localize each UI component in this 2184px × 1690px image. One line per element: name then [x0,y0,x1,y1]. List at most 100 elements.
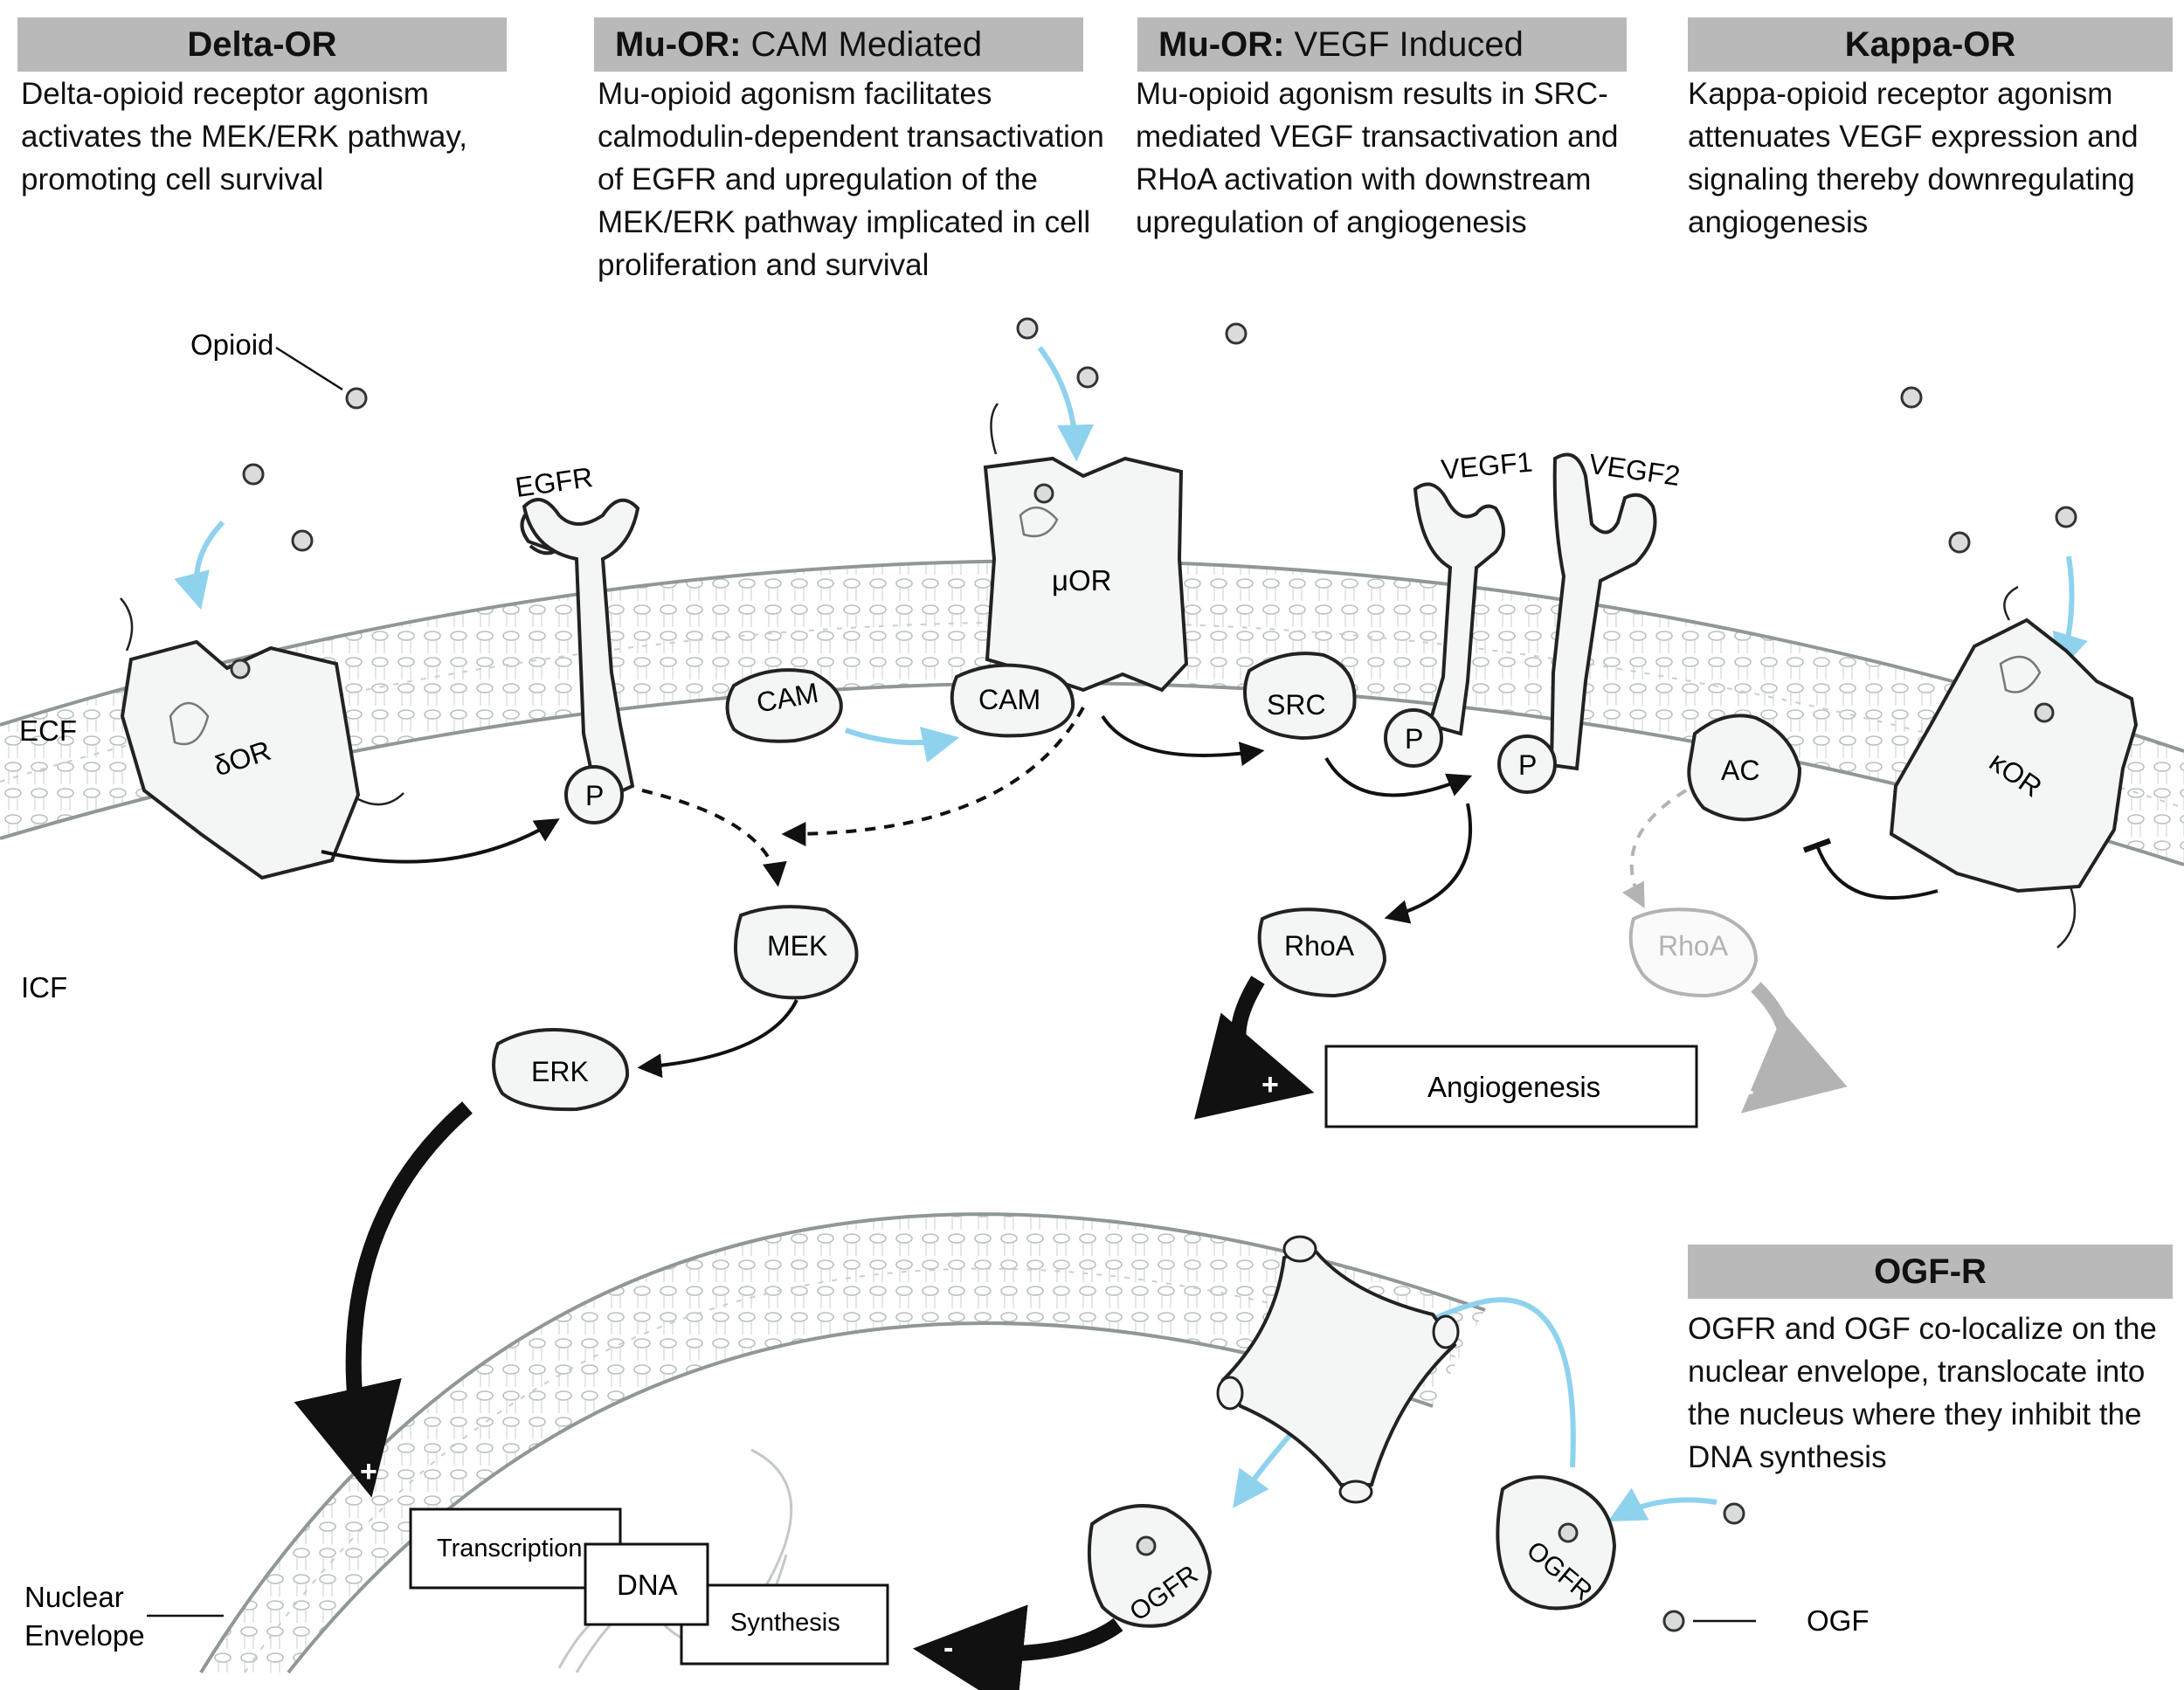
description-line: Kappa-opioid receptor agonism [1688,77,2113,111]
opioid-label: Opioid [190,328,273,361]
opioid-ligand [1225,322,1248,345]
ecf-label: ECF [19,714,77,747]
cam-bound-node: CAM [950,663,1075,738]
ac-label: AC [1721,755,1759,786]
description-line: MEK/ERK pathway implicated in cell [598,205,1091,239]
opioid-ligand [2055,506,2077,528]
delta-to-egfr-arrow [321,818,560,864]
erk-to-transcription-arrow [294,1101,473,1498]
dna-box: DNA [584,1542,709,1626]
phospho-vegf2-label: P [1518,749,1537,781]
synthesis-label: Synthesis [730,1609,840,1637]
description-line: Mu-opioid agonism facilitates [598,77,992,111]
description-line: OGFR and OGF co-localize on the [1688,1312,2157,1346]
opioid-ligand [242,463,265,486]
mu-or-vegf-header-rest: VEGF Induced [1284,25,1524,64]
ligand-arrow [1037,346,1095,462]
ogf-ligand [1662,1610,1685,1632]
mu-or-vegf-header-bold: Mu-OR: [1158,25,1285,64]
ogf-ligand [1723,1502,1745,1525]
cam-free-node: CAM [725,668,843,743]
mu-or-cam-header: Mu-OR: CAM Mediated [594,17,1083,72]
rhoa-node: RhoA [1257,907,1387,998]
mu-opioid-receptor: μOR [983,403,1189,693]
mek-label: MEK [767,930,827,962]
rhoa-faded-to-angiogenesis-arrow [1741,982,1848,1114]
description-line: Delta-opioid receptor agonism [21,77,429,111]
nuclear-envelope-label-line1: Nuclear [24,1581,124,1613]
cam-to-mek-dashed-arrow [781,707,1085,846]
plus-sign: + [1737,1076,1754,1109]
phospho-egfr-label: P [585,780,604,811]
mek-to-erk-arrow [637,999,798,1079]
ac-node: AC [1687,714,1802,822]
src-label: SRC [1267,689,1326,721]
faded-arrows [1622,789,1688,908]
dna-label: DNA [617,1569,678,1601]
description-line: angiogenesis [1688,205,1869,239]
description-line: calmodulin-dependent transactivation [598,120,1104,154]
vegf2-label: VEGF2 [1587,448,1683,492]
description-line: activates the MEK/ERK pathway, [21,120,467,154]
rhoa-faded-label: RhoA [1658,930,1729,962]
kappa-inhibits-ac [1802,838,1939,900]
rhoa-label: RhoA [1284,930,1355,962]
phospho-vegf2: P [1497,735,1557,794]
egfr-label: EGFR [514,461,595,503]
mek-node: MEK [733,905,859,1000]
phospho-vegf1: P [1384,708,1443,768]
description-line: of EGFR and upregulation of the [598,162,1038,197]
ogf-binding-arrow [1607,1487,1717,1521]
angiogenesis-box: Angiogenesis [1324,1045,1698,1128]
angiogenesis-label: Angiogenesis [1427,1071,1600,1103]
transcription-label: Transcription [437,1535,583,1562]
mu-or-cam-header-bold: Mu-OR: [615,25,742,64]
description-line: DNA synthesis [1688,1440,1887,1474]
phospho-vegf1-label: P [1405,723,1423,755]
src-to-vegf-arrow [1324,756,1473,797]
erk-label: ERK [531,1056,589,1087]
opioid-ligands [242,317,2077,1632]
mu-or-vegf-header: Mu-OR: VEGF Induced [1137,17,1627,72]
opioid-leader-line [275,346,343,391]
opioid-ligand [1076,366,1099,389]
mu-to-src-arrow [1101,714,1265,766]
kappa-or-header: Kappa-OR [1688,17,2173,72]
description-line: Mu-opioid agonism results in SRC- [1136,77,1608,111]
nuclear-pore [1216,1235,1460,1504]
signaling-arrows [321,707,1939,1079]
description-line: RHoA activation with downstream [1136,162,1592,197]
description-line: mediated VEGF transactivation and [1136,120,1619,154]
ogfr-inner-node: OGFR [1087,1504,1213,1628]
minus-sign: - [943,1631,953,1665]
erk-node: ERK [492,1027,630,1112]
ogf-r-description: OGFR and OGF co-localize on the nuclear … [1688,1307,2157,1479]
description-line: proliferation and survival [598,248,930,282]
synthesis-box: Synthesis [680,1583,889,1666]
mu-or-cam-header-rest: CAM Mediated [741,25,983,64]
egfr-to-mek-dashed-arrow [641,789,787,887]
opioid-ligand [291,529,314,552]
description-line: signaling thereby downregulating [1688,162,2135,197]
vegf-to-rhoa-arrow [1384,803,1473,924]
opioid-ligand [345,387,368,410]
ligand-arrow [174,520,225,610]
mu-or-label: μOR [1052,564,1112,597]
plus-sign: + [1261,1068,1279,1101]
delta-opioid-receptor: δOR [120,597,404,880]
rhoa-faded-node: RhoA [1628,907,1759,998]
description-line: the nucleus where they inhibit the [1688,1397,2142,1431]
egfr-receptor: EGFR [514,461,640,806]
phospho-egfr: P [564,765,624,824]
vegf1-label: VEGF1 [1440,446,1534,486]
src-node: SRC [1243,652,1357,741]
kappa-opioid-receptor: κOR [1889,585,2139,948]
description-line: attenuates VEGF expression and [1688,120,2139,154]
mu-or-vegf-description: Mu-opioid agonism results in SRC- mediat… [1136,72,1619,244]
ogfr-to-synthesis-arrow [912,1604,1123,1690]
opioid-ligand [1948,531,1971,554]
cam-translocation-arrow [844,726,960,763]
rhoa-to-angiogenesis-arrow [1193,976,1315,1120]
thick-arrows [294,976,1848,1690]
